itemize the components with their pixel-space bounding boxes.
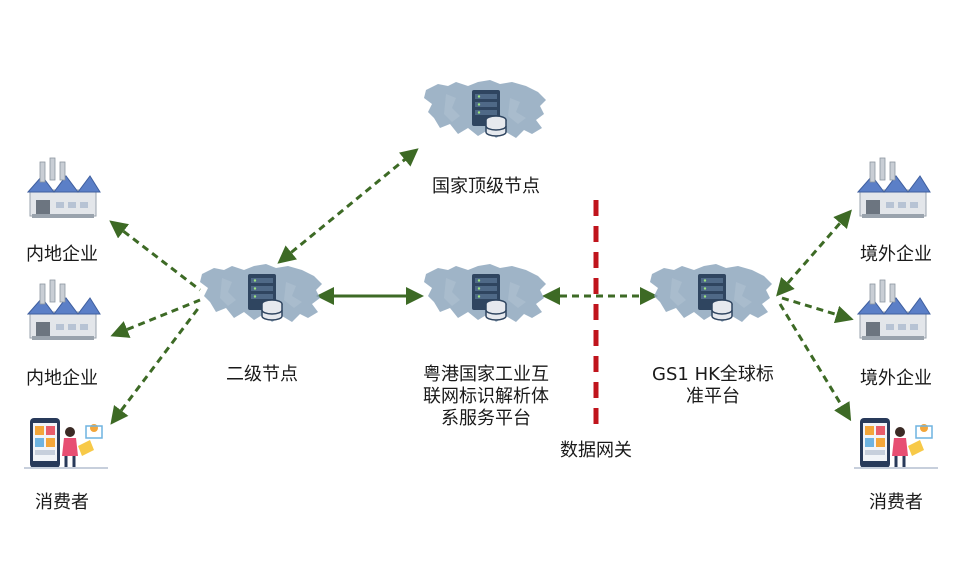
right-consumer-icon [852,416,940,470]
gdhk-node-label: 粤港国家工业互联网标识解析体系服务平台 [423,364,549,429]
gdhk-node-icon [423,263,547,323]
right-factory-icon-2 [857,279,931,341]
arrow-right-consumer [778,303,852,422]
secondary-node-label: 二级节点 [226,364,298,385]
gateway-label: 数据网关 [560,440,632,461]
arrow-secondary-top [277,148,419,264]
gs1-node-label: GS1 HK全球标准平台 [652,364,774,407]
left-factory-icon-2 [27,279,101,341]
gs1-node-icon [649,263,773,323]
left-enterprise-label-2: 内地企业 [26,368,98,389]
arrow-right-enterprise1 [776,209,852,297]
arrow-left-consumer [110,305,202,425]
top-node-label: 国家顶级节点 [432,176,540,197]
right-enterprise-label-2: 境外企业 [860,368,932,389]
left-consumer-label: 消费者 [35,492,89,513]
right-factory-icon-1 [857,157,931,219]
arrow-right-enterprise2 [781,296,854,324]
secondary-node-icon [199,263,323,323]
top-node-icon [423,79,547,139]
left-enterprise-label-1: 内地企业 [26,244,98,265]
left-consumer-icon [22,416,110,470]
right-consumer-label: 消费者 [869,492,923,513]
arrow-left-enterprise1 [109,220,201,292]
left-factory-icon-1 [27,157,101,219]
arrow-left-enterprise2 [110,298,201,338]
connection-arrows [109,148,854,425]
right-enterprise-label-1: 境外企业 [860,244,932,265]
